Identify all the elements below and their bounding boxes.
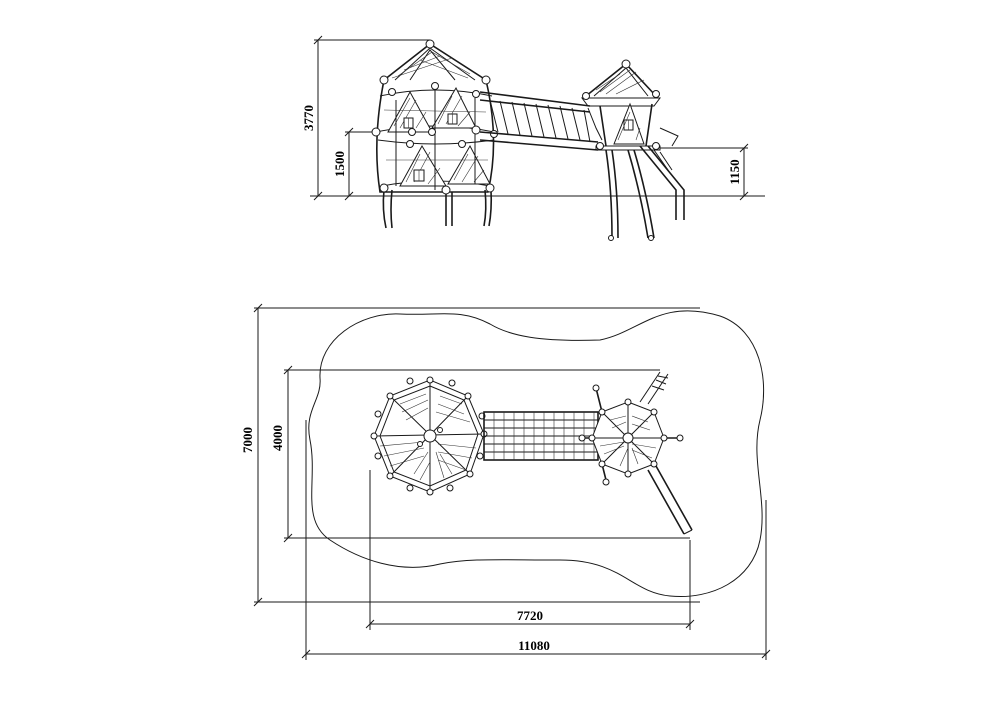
dimension-height-platform-a: 1500 (332, 127, 380, 201)
rope-bridge-elevation (479, 91, 599, 151)
dim-label-7000: 7000 (240, 427, 255, 453)
dimension-height-platform-b: 1150 (660, 143, 749, 201)
dimension-length-equipment: 7720 (365, 470, 695, 630)
tower-large-elevation (371, 39, 498, 229)
tower-large-plan (370, 376, 488, 496)
dimension-width-zone: 7000 (240, 303, 700, 607)
dim-label-3770: 3770 (301, 105, 316, 131)
plan-view: 7000 4000 7720 11080 (240, 303, 771, 660)
tower-small-elevation (581, 59, 685, 241)
safety-zone-outline (308, 310, 765, 598)
dim-label-4000: 4000 (270, 425, 285, 451)
dimension-length-zone: 11080 (301, 420, 771, 660)
dim-label-1500: 1500 (332, 151, 347, 177)
dimension-width-equipment: 4000 (270, 365, 690, 543)
dimension-height-total: 3770 (301, 35, 430, 201)
dim-label-11080: 11080 (518, 638, 550, 653)
dim-label-7720: 7720 (517, 608, 543, 623)
tower-small-plan (578, 371, 693, 535)
elevation-view: 3770 1500 1150 (301, 35, 765, 241)
dim-label-1150: 1150 (727, 159, 742, 184)
